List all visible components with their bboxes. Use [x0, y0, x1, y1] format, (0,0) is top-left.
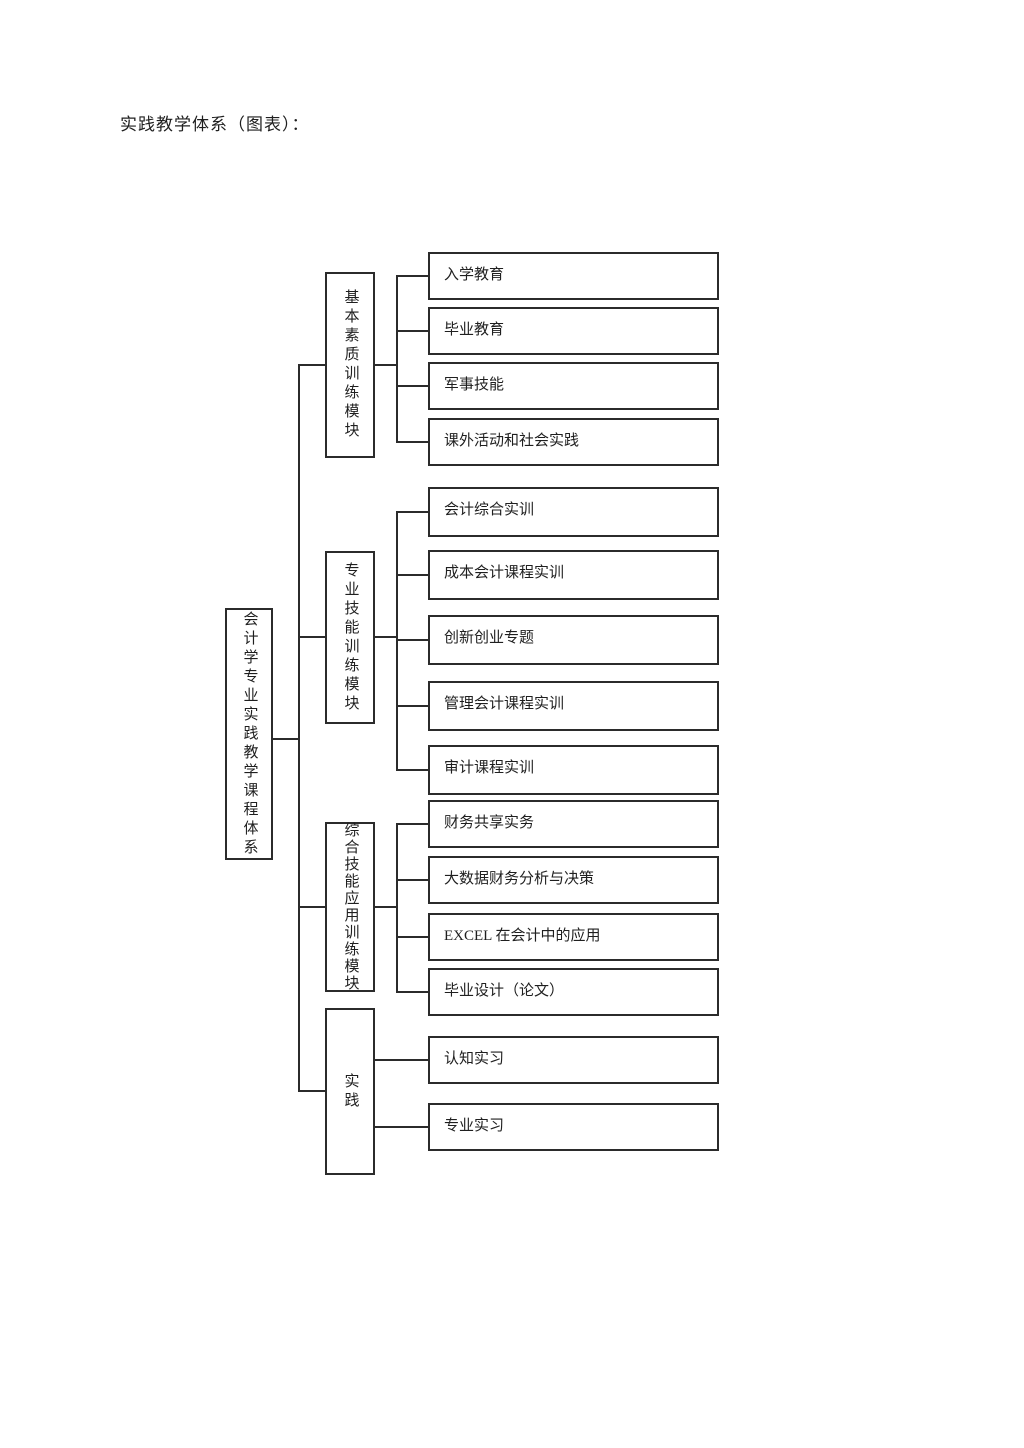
leaf-node: 专业实习 — [428, 1103, 719, 1151]
node-module-professional-skills: 专业技能训练模块 — [325, 551, 375, 724]
leaf-node: 会计综合实训 — [428, 487, 719, 537]
module-label: 专业技能训练模块 — [342, 561, 359, 714]
leaf-node: 军事技能 — [428, 362, 719, 410]
leaf-node: 成本会计课程实训 — [428, 550, 719, 600]
leaf-node: 大数据财务分析与决策 — [428, 856, 719, 904]
leaf-node: EXCEL 在会计中的应用 — [428, 913, 719, 961]
page-title: 实践教学体系（图表）： — [120, 115, 310, 134]
root-label: 会计学专业实践教学课程体系 — [241, 610, 258, 858]
node-module-practice: 实践 — [325, 1008, 375, 1175]
leaf-node: 认知实习 — [428, 1036, 719, 1084]
leaf-node: 课外活动和社会实践 — [428, 418, 719, 466]
node-module-basic-quality: 基本素质训练模块 — [325, 272, 375, 458]
node-root: 会计学专业实践教学课程体系 — [225, 608, 273, 860]
leaf-node: 毕业设计（论文） — [428, 968, 719, 1016]
module-label: 综合技能应用训练模块 — [342, 822, 359, 992]
module-label: 基本素质训练模块 — [342, 289, 359, 441]
module-label: 实践 — [342, 1072, 359, 1111]
leaf-node: 管理会计课程实训 — [428, 681, 719, 731]
node-module-comprehensive-skills: 综合技能应用训练模块 — [325, 822, 375, 992]
leaf-node: 入学教育 — [428, 252, 719, 300]
leaf-node: 毕业教育 — [428, 307, 719, 355]
leaf-node: 审计课程实训 — [428, 745, 719, 795]
leaf-node: 财务共享实务 — [428, 800, 719, 848]
leaf-node: 创新创业专题 — [428, 615, 719, 665]
